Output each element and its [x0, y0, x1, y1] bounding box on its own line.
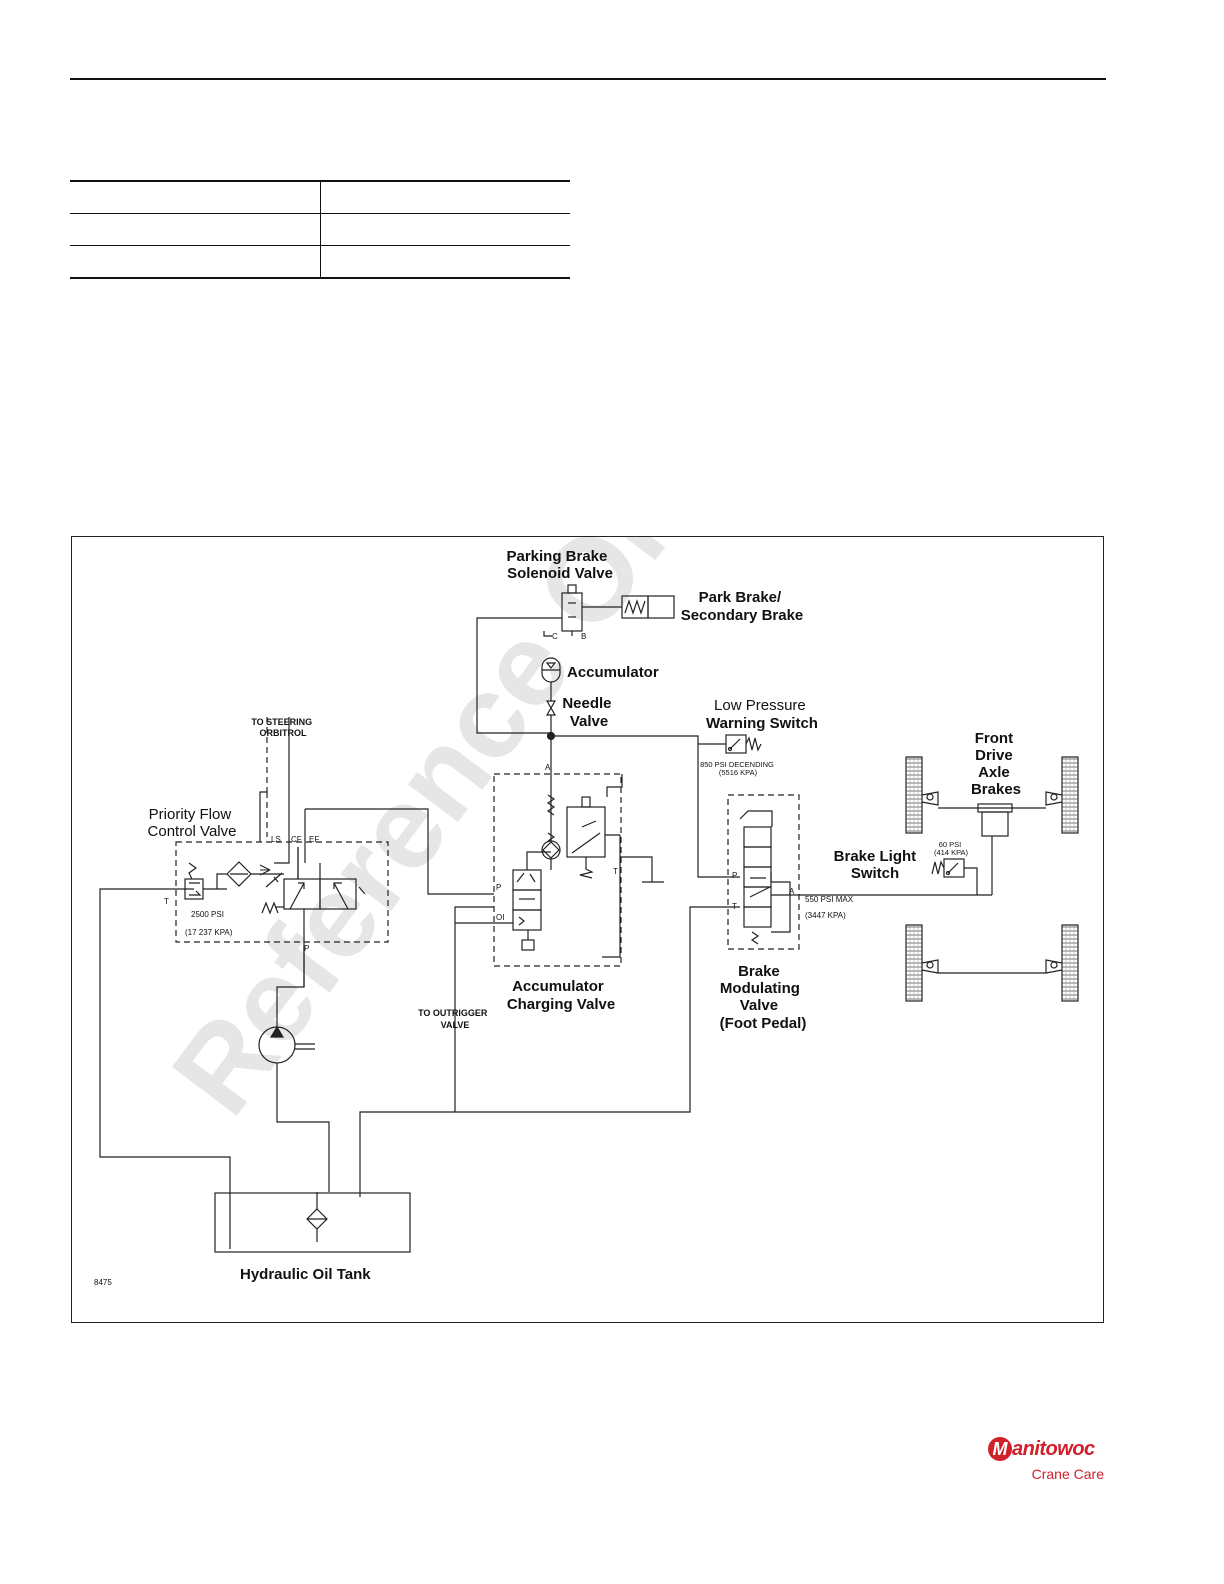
port-t-acv-label: T: [613, 867, 618, 876]
port-a-bmv-label: A: [789, 887, 795, 896]
logo-subtitle: Crane Care: [1031, 1466, 1104, 1482]
logo-mark: M: [988, 1437, 1012, 1461]
relief-setting-label: 2500 PSI (17 237 KPA): [185, 910, 233, 937]
logo-wordmark: M anitowoc: [988, 1432, 1095, 1466]
low-pressure-switch-symbol: [698, 734, 762, 754]
port-oi-acv-label: OI: [496, 913, 504, 922]
priority-flow-valve-label: Priority Flow Control Valve: [148, 806, 237, 840]
tank-filter-symbol: [306, 1192, 328, 1242]
table-cell: [70, 213, 321, 246]
port-p-pfv-label: P: [304, 944, 309, 953]
figure-number-label: 8475: [94, 1278, 112, 1287]
spec-table: [70, 180, 570, 279]
brake-modulating-valve-spools: [739, 810, 773, 945]
parking-brake-solenoid-valve: [543, 584, 583, 637]
port-t-pfv-label: T: [164, 897, 169, 906]
charging-valve-spools: [512, 794, 606, 951]
manitowoc-crane-care-logo: M anitowoc Crane Care: [988, 1430, 1108, 1510]
top-rule: [70, 78, 1106, 80]
table-row: [70, 180, 570, 214]
port-p-bmv-label: P: [732, 871, 737, 880]
port-p-acv-label: P: [496, 883, 501, 892]
watermark-text: Reference Only: [147, 537, 773, 1138]
brake-light-setting-label: 60 PSI (414 KPA): [934, 840, 969, 857]
port-ef-label: EF: [309, 835, 319, 844]
brake-light-switch-label: Brake Light Switch: [834, 848, 921, 882]
max-pressure-label: 550 PSI MAX (3447 KPA): [805, 895, 855, 920]
table-cell: [320, 180, 570, 214]
port-cf-label: CF: [291, 835, 302, 844]
port-b-label: B: [581, 632, 586, 641]
to-outrigger-label: TO OUTRIGGER VALVE: [418, 1008, 490, 1030]
low-pressure-switch-label: Low Pressure Warning Switch: [706, 697, 818, 732]
logo-brand: anitowoc: [1012, 1437, 1095, 1460]
hydraulic-tank-label: Hydraulic Oil Tank: [240, 1266, 371, 1283]
table-row: [70, 213, 570, 246]
to-steering-label: TO STEERING ORBITROL: [251, 717, 314, 738]
low-pressure-setting-label: 850 PSI DECENDING (5516 KPA): [700, 760, 776, 777]
accumulator-charging-valve-box: [493, 773, 622, 967]
port-t-bmv-label: T: [732, 902, 737, 911]
rear-axle-symbol: [905, 924, 1079, 1002]
port-c-label: C: [552, 632, 558, 641]
parking-brake-label: Parking Brake Solenoid Valve: [506, 548, 612, 582]
brake-system-schematic: Reference Only: [94, 537, 1079, 1287]
port-a-acv-label: A: [545, 763, 551, 772]
accumulator-charging-valve-label: Accumulator Charging Valve: [507, 978, 615, 1013]
table-cell: [320, 245, 570, 279]
priority-flow-valve-internals: [184, 861, 366, 915]
table-cell: [70, 180, 321, 214]
priority-flow-valve-box: [175, 841, 389, 943]
brake-modulating-valve-label: Brake Modulating Valve (Foot Pedal): [720, 963, 807, 1032]
port-ls-label: LS: [271, 835, 281, 844]
brake-modulating-valve-box: [727, 794, 800, 950]
hydraulic-oil-tank: [214, 1192, 411, 1253]
accumulator-label: Accumulator: [567, 664, 659, 681]
needle-valve-label: Needle Valve: [562, 695, 615, 730]
front-axle-brakes-label: Front Drive Axle Brakes: [971, 730, 1021, 798]
park-brake-label: Park Brake/ Secondary Brake: [681, 589, 804, 624]
table-row: [70, 245, 570, 279]
table-cell: [70, 245, 321, 279]
brake-light-switch-symbol: [931, 858, 978, 895]
hydraulic-schematic-figure: Reference Only: [71, 536, 1104, 1323]
table-cell: [320, 213, 570, 246]
front-axle-brakes-symbol: [905, 756, 1079, 895]
